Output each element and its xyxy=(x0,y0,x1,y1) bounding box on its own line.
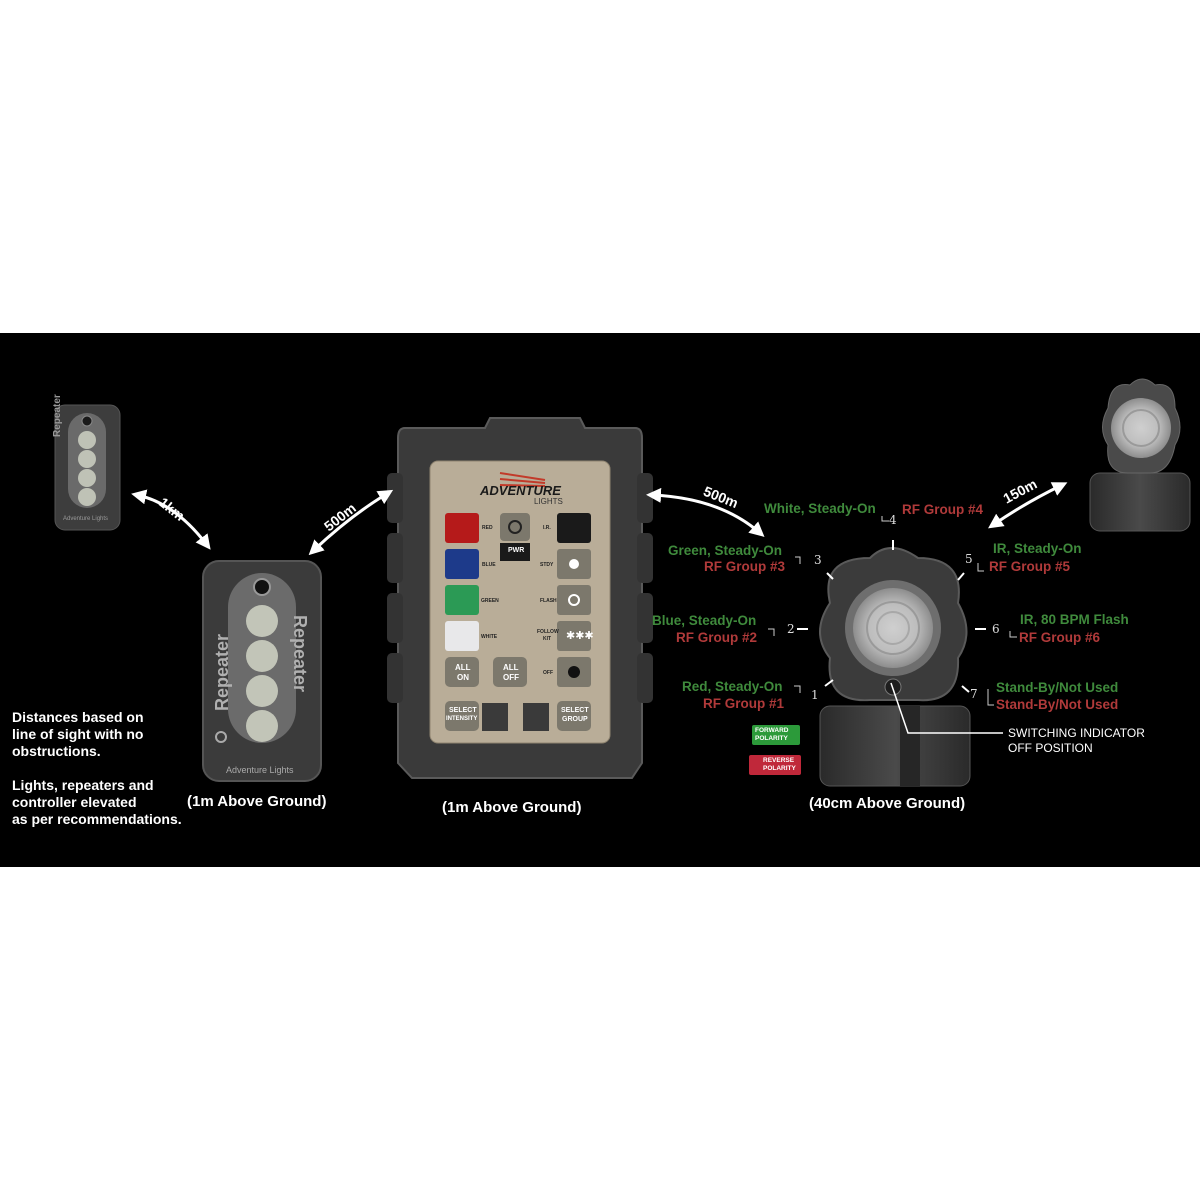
small-repeater-label: Repeater xyxy=(52,394,63,437)
mode-5-group: RF Group #5 xyxy=(989,559,1071,574)
mode-4-number: 4 xyxy=(889,513,897,527)
snowflake-icon: ✱✱✱ xyxy=(566,630,594,642)
mode-6-group: RF Group #6 xyxy=(1019,630,1101,645)
btn-off-label: OFF xyxy=(543,670,553,676)
btn-sel-grp-2: GROUP xyxy=(562,716,588,723)
forward-polarity-badge xyxy=(752,725,800,745)
small-repeater-icon xyxy=(54,404,121,531)
switching-indicator-line1: SWITCHING INDICATOR xyxy=(1008,726,1145,740)
btn-pwr-label: PWR xyxy=(508,547,525,554)
btn-follow-label: FOLLOW xyxy=(537,629,559,635)
btn-all-on-1: ALL xyxy=(455,663,471,672)
mode-4-label: White, Steady-On xyxy=(764,501,876,516)
note-line-3: obstructions. xyxy=(12,743,101,759)
mode-3-label: Green, Steady-On xyxy=(668,543,783,558)
diagram-stage: 1km 500m 500m 150m Repeater Adventure Li… xyxy=(0,333,1200,867)
mode-1-group: RF Group #1 xyxy=(703,696,785,711)
btn-all-off-1: ALL xyxy=(503,663,519,672)
btn-all-on-2: ON xyxy=(457,673,469,682)
distance-arrows xyxy=(131,482,1068,556)
note-line-4: Lights, repeaters and xyxy=(12,777,154,793)
repeater-label-left: Repeater xyxy=(212,633,232,711)
mode-2-group: RF Group #2 xyxy=(676,630,758,645)
reverse-polarity-badge xyxy=(749,755,801,775)
btn-ir-label: I.R. xyxy=(543,525,551,531)
btn-sel-int-2: INTENSITY xyxy=(446,716,478,722)
small-light-icon xyxy=(1089,378,1191,532)
btn-stdy-label: STDY xyxy=(540,562,554,568)
note-line-5: controller elevated xyxy=(12,794,137,810)
repeater-label-right: Repeater xyxy=(290,615,310,693)
repeater-brand: Adventure Lights xyxy=(226,765,294,775)
caption-controller: (1m Above Ground) xyxy=(442,799,582,816)
small-repeater-brand: Adventure Lights xyxy=(63,516,109,522)
controller-brand: ADVENTURE xyxy=(480,483,561,498)
mode-5-label: IR, Steady-On xyxy=(993,541,1082,556)
reverse-polarity-1: REVERSE xyxy=(763,757,795,764)
switching-indicator-line2: OFF POSITION xyxy=(1008,741,1093,755)
mode-7-label: Stand-By/Not Used xyxy=(996,680,1119,695)
large-repeater-icon xyxy=(202,560,322,782)
note-line-1: Distances based on xyxy=(12,709,144,725)
btn-white-label: WHITE xyxy=(481,634,498,640)
note-line-2: line of sight with no xyxy=(12,726,144,742)
mode-7-number: 7 xyxy=(970,687,978,701)
mode-2-number: 2 xyxy=(787,622,795,636)
btn-flash-label: FLASH xyxy=(540,598,557,604)
mode-3-group: RF Group #3 xyxy=(704,559,786,574)
mode-4-group: RF Group #4 xyxy=(902,502,984,517)
btn-all-off-2: OFF xyxy=(503,673,519,682)
btn-red-label: RED xyxy=(482,525,493,531)
mode-5-number: 5 xyxy=(965,552,973,566)
btn-sel-int-1: SELECT xyxy=(449,707,477,714)
btn-sel-grp-1: SELECT xyxy=(561,707,589,714)
mode-6-label: IR, 80 BPM Flash xyxy=(1020,612,1129,627)
mode-2-label: Blue, Steady-On xyxy=(652,613,757,628)
mode-6-number: 6 xyxy=(992,622,1000,636)
note-line-6: as per recommendations. xyxy=(12,811,182,827)
mode-leaders xyxy=(797,540,1003,734)
mode-1-label: Red, Steady-On xyxy=(682,679,783,694)
btn-follow-kit-label: KIT xyxy=(543,636,552,642)
controller-icon xyxy=(387,417,653,779)
mode-3-number: 3 xyxy=(814,553,822,567)
light-icon xyxy=(819,547,971,787)
btn-green-label: GREEN xyxy=(481,598,499,604)
mode-1-number: 1 xyxy=(811,688,819,702)
controller-brand-sub: LIGHTS xyxy=(534,497,563,506)
mode-brackets xyxy=(768,516,1017,706)
forward-polarity-1: FORWARD xyxy=(755,727,789,734)
diagram-graphics xyxy=(54,378,1191,787)
caption-light: (40cm Above Ground) xyxy=(809,795,966,812)
reverse-polarity-2: POLARITY xyxy=(763,765,796,772)
btn-blue-label: BLUE xyxy=(482,562,496,568)
mode-7-group: Stand-By/Not Used xyxy=(996,697,1119,712)
forward-polarity-2: POLARITY xyxy=(755,735,788,742)
notes-block: Distances based on line of sight with no… xyxy=(12,709,182,828)
caption-repeater: (1m Above Ground) xyxy=(187,793,327,810)
